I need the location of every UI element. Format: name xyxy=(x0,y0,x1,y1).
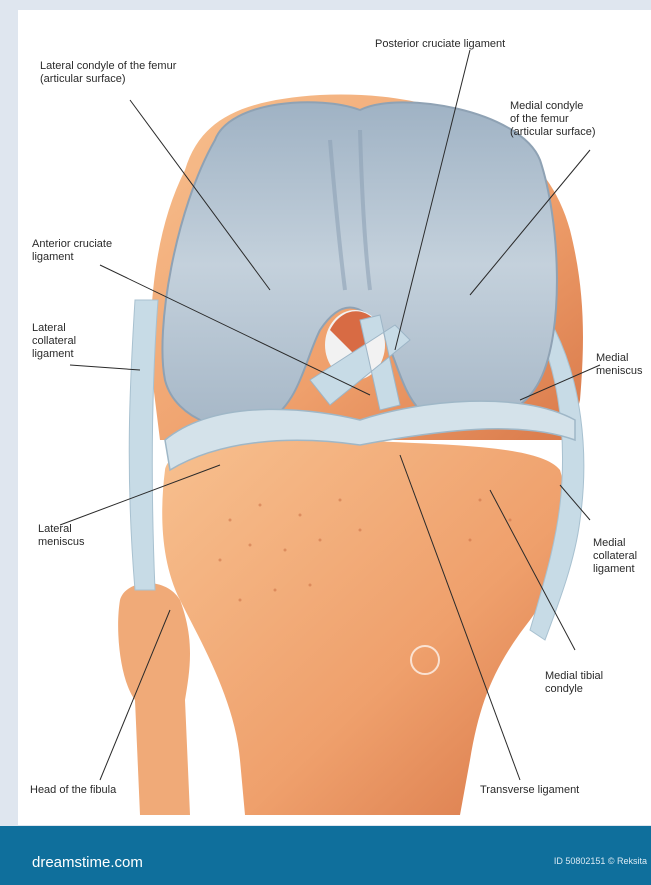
label-medial-condyle: Medial condyle of the femur (articular s… xyxy=(510,100,596,139)
fibula xyxy=(118,583,190,815)
stock-id-text: ID 50802151 © Reksita xyxy=(554,856,647,866)
brand-logo-text: dreamstime.com xyxy=(32,854,143,871)
label-lateral-condyle: Lateral condyle of the femur (articular … xyxy=(40,60,176,86)
label-lateral-meniscus: Lateral meniscus xyxy=(38,523,84,549)
label-medial-collateral: Medial collateral ligament xyxy=(593,537,637,576)
label-medial-meniscus: Medial meniscus xyxy=(596,352,642,378)
label-anterior-cruciate: Anterior cruciate ligament xyxy=(32,238,112,264)
lateral-collateral-ligament-shape xyxy=(129,300,158,590)
label-head-fibula: Head of the fibula xyxy=(30,784,116,797)
label-medial-tibial-condyle: Medial tibial condyle xyxy=(545,670,603,696)
label-transverse-ligament: Transverse ligament xyxy=(480,784,579,797)
label-lateral-collateral: Lateral collateral ligament xyxy=(32,322,76,361)
label-posterior-cruciate: Posterior cruciate ligament xyxy=(375,38,505,51)
tibia xyxy=(162,436,566,815)
